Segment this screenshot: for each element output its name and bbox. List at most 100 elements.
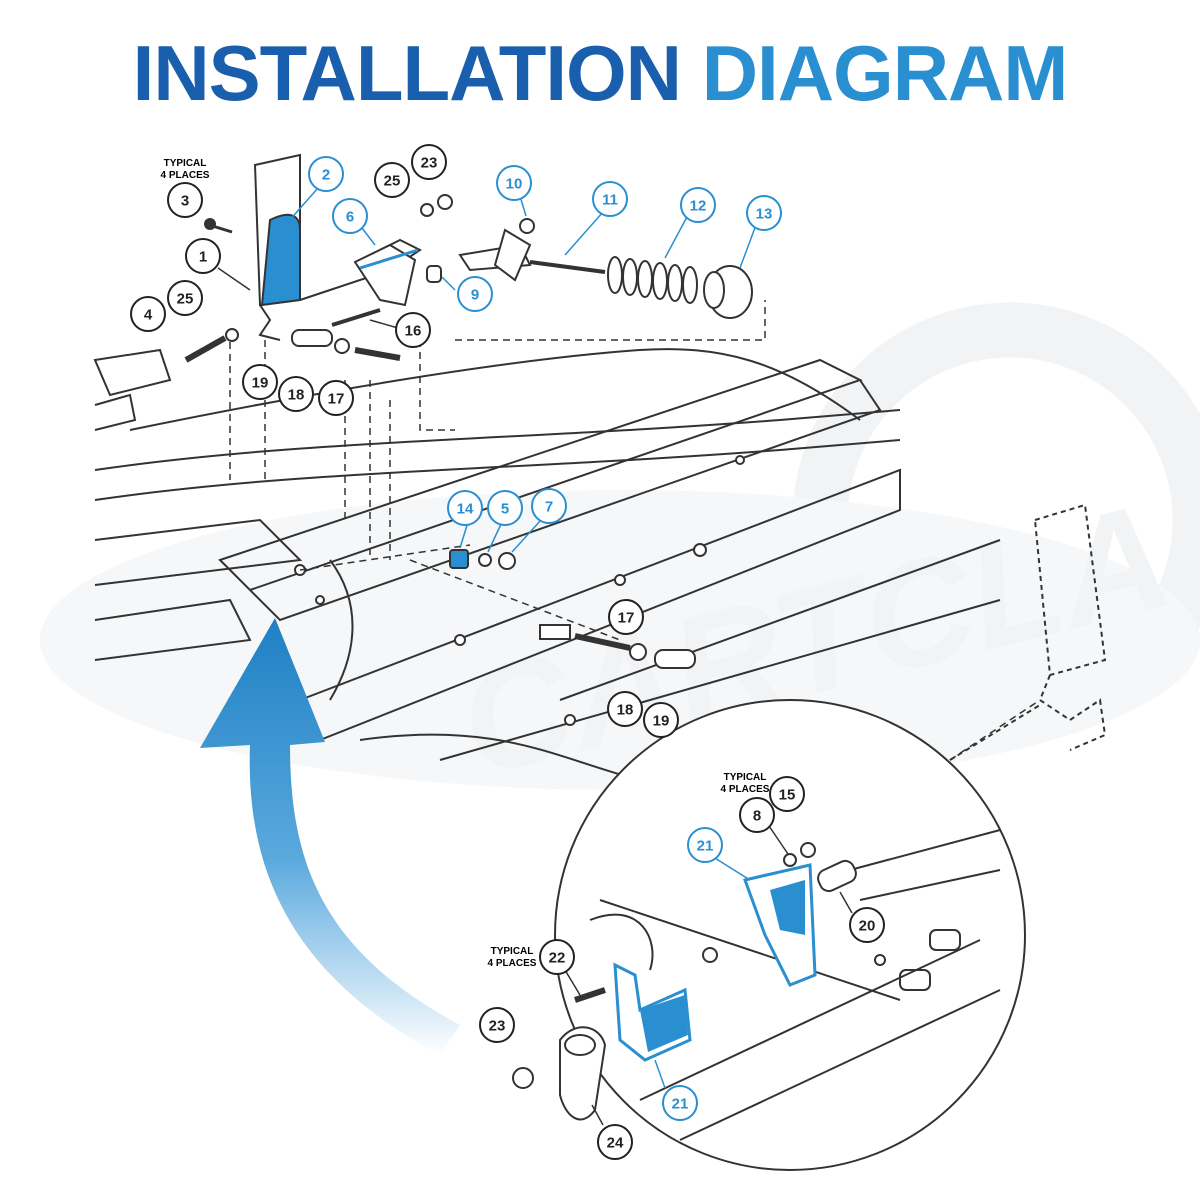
leader-line (369, 319, 399, 329)
callout-label: 7 (545, 499, 553, 516)
callout-circle (643, 702, 679, 738)
callout-circle (608, 599, 644, 635)
frame-hole (315, 595, 325, 605)
callout-circle (130, 296, 166, 332)
spring-coil (667, 264, 683, 302)
leader-line (766, 822, 789, 855)
callout-23: 23 (411, 144, 447, 180)
rail-left-end (94, 518, 303, 586)
callout-label: 18 (617, 702, 634, 719)
callout-8: 8 (739, 797, 775, 833)
callout-circle (539, 939, 575, 975)
note-line: TYPICAL (164, 158, 207, 169)
callout-circle (457, 276, 493, 312)
callout-12: 12 (680, 187, 716, 223)
callout-25: 25 (167, 280, 203, 316)
callout-18: 18 (607, 691, 643, 727)
frame-slot (539, 624, 571, 640)
callout-21: 21 (687, 827, 723, 863)
leader-line (709, 854, 751, 881)
rail-extension (559, 539, 1001, 701)
inset-tube (589, 913, 654, 971)
pedal-ghost (949, 503, 1107, 761)
detail-inset (512, 699, 1026, 1171)
frame-hole (564, 714, 576, 726)
callout-label: 23 (421, 155, 438, 172)
lower-hardware (574, 633, 696, 669)
diagram-title: INSTALLATION DIAGRAM (0, 34, 1200, 112)
assembly-line (409, 559, 621, 641)
callout-label: 10 (506, 176, 523, 193)
washer-25 (225, 328, 239, 342)
callout-label: 14 (457, 501, 474, 518)
callout-label: 4 (144, 307, 153, 324)
callout-label: 13 (756, 206, 773, 223)
main-rail-side (249, 379, 882, 622)
callout-circle (496, 165, 532, 201)
yoke (493, 228, 532, 282)
callout-label: 12 (690, 198, 707, 215)
callout-label: 20 (859, 918, 876, 935)
rail-extension-lower (439, 599, 1001, 761)
callout-14: 14 (447, 490, 483, 526)
callout-label: 9 (471, 287, 479, 304)
callout-5: 5 (487, 490, 523, 526)
washer-25-top (420, 203, 434, 217)
frame-bottom-curve (359, 733, 641, 781)
callout-circle (746, 195, 782, 231)
note-line: 4 PLACES (721, 784, 770, 795)
spacer-19 (291, 329, 333, 347)
bushing-9 (426, 265, 442, 283)
callout-11: 11 (592, 181, 628, 217)
callout-20: 20 (849, 907, 885, 943)
callout-label: 25 (384, 173, 401, 190)
chassis-frame (93, 348, 1001, 781)
rod-11 (529, 260, 606, 274)
typical-note-inset-left: TYPICAL 4 PLACES (488, 946, 537, 969)
washer-5 (478, 553, 492, 567)
frame-bracket-left (93, 348, 172, 397)
callout-label: 23 (489, 1018, 506, 1035)
callout-circle (374, 162, 410, 198)
screw-3-head (204, 218, 216, 230)
callout-19: 19 (643, 702, 679, 738)
callout-9: 9 (457, 276, 493, 312)
callout-circle (395, 312, 431, 348)
typical-note-top: TYPICAL 4 PLACES (161, 158, 210, 181)
callout-3: 3 (167, 182, 203, 218)
bolt-4 (184, 335, 227, 363)
callout-circle (332, 198, 368, 234)
leader-line (654, 1059, 666, 1089)
bolt-22 (574, 987, 606, 1003)
callout-circle (769, 776, 805, 812)
leader-line (287, 187, 319, 223)
leader-line (511, 519, 542, 553)
callout-label: 17 (328, 391, 345, 408)
callout-label: 1 (199, 249, 207, 266)
callout-7: 7 (531, 488, 567, 524)
title-word-installation: INSTALLATION (132, 29, 682, 117)
ghost-pedal-arm (1038, 674, 1107, 751)
leader-line (217, 267, 251, 291)
frame-curve (129, 348, 861, 431)
frame-hole (614, 574, 626, 586)
callout-circle (479, 1007, 515, 1043)
leader-line (487, 521, 503, 553)
callout-circle (308, 156, 344, 192)
callout-circle (607, 691, 643, 727)
note-line: 4 PLACES (488, 958, 537, 969)
inset-slot (899, 969, 931, 991)
leader-line (441, 276, 456, 291)
stud-17-lower (574, 633, 631, 651)
callout-label: 11 (602, 192, 618, 209)
bolt-16 (331, 308, 381, 327)
callout-label: 19 (252, 375, 269, 392)
callout-circle (242, 364, 278, 400)
curved-arrow (200, 618, 460, 1055)
callout-circle (318, 380, 354, 416)
callout-label: 3 (181, 193, 189, 210)
callout-21: 21 (662, 1085, 698, 1121)
cap-13-face (703, 271, 725, 309)
